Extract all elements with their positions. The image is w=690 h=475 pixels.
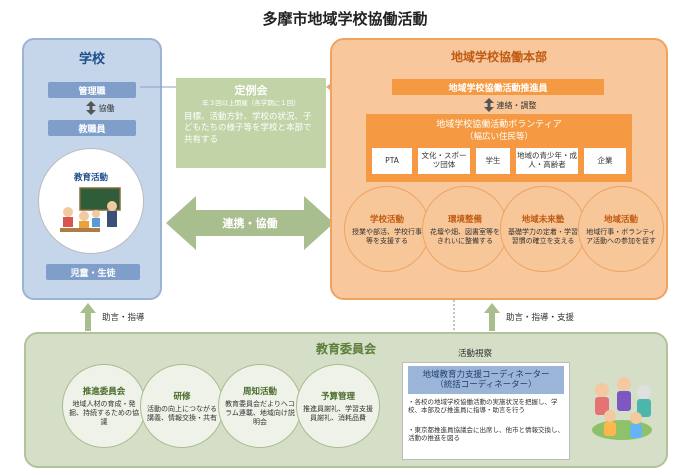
committee-circle-text: 教育委員会だよりへコラム連載、地域向け説明会 bbox=[225, 400, 295, 426]
activity-title: 学校活動 bbox=[369, 214, 404, 225]
coordinator-item: ・東京都推進員協議会に出席し、他市と情報交換し、活動の推進を図る bbox=[408, 426, 564, 443]
activity-title: 環境整備 bbox=[447, 214, 482, 225]
observation-label: 活動視察 bbox=[458, 349, 493, 359]
coordinator-subtitle: （統括コーディネーター） bbox=[435, 380, 537, 390]
committee-circle-text: 推進員謝礼、学習支援員謝礼、消耗品費 bbox=[303, 404, 373, 422]
committee-circle-training: 研修 活動の向上につながる講義、情報交換・共有 bbox=[140, 364, 224, 448]
link-double-arrow bbox=[166, 196, 334, 250]
activity-text: 地域行事・ボランティア活動への参加を促す bbox=[586, 227, 656, 245]
activity-text: 花壇や畑、図書室等をきれいに整備する bbox=[430, 227, 500, 245]
volunteer-subtitle: （幅広い住民等） bbox=[464, 132, 533, 142]
meeting-description: 目標、活動方針、学校の状況、子どもたちの様子等を学校と本部で共有する bbox=[184, 112, 312, 145]
activity-text: 基礎学力の定着・学習習慣の確立を支える bbox=[508, 227, 578, 245]
link-label: 連携・協働 bbox=[222, 217, 278, 230]
up-arrow-left bbox=[80, 303, 96, 331]
committee-circle-text: 活動の向上につながる講義、情報交換・共有 bbox=[147, 404, 217, 422]
education-activity-label: 教育活動 bbox=[73, 173, 108, 183]
liaison-label: 連絡・調整 bbox=[496, 100, 537, 110]
committee-title: 教育委員会 bbox=[315, 342, 376, 356]
cooperation-arrow: 協働 bbox=[80, 101, 120, 115]
teachers-box: 教職員 bbox=[48, 120, 136, 136]
regular-meeting-box bbox=[176, 78, 326, 168]
volunteer-item: 企業 bbox=[584, 148, 626, 174]
admin-box: 管理職 bbox=[48, 82, 136, 98]
up-arrow-right bbox=[484, 303, 500, 331]
activity-title: 地域活動 bbox=[603, 214, 638, 225]
coordinator-item: ・各校の地域学校協働活動の実施状況を把握し、学校、本部及び推進員に指導・助言を行… bbox=[408, 398, 558, 415]
advice-label-left: 助言・指導 bbox=[102, 313, 145, 323]
activity-circle-future: 地域未来塾 基礎学力の定着・学習習慣の確立を支える bbox=[500, 186, 586, 272]
committee-circle-title: 予算管理 bbox=[320, 391, 355, 402]
volunteer-item: 文化・スポーツ団体 bbox=[418, 148, 470, 174]
updown-arrow-icon bbox=[85, 101, 96, 115]
coordinator-title: 地域教育力支援コーディネーター bbox=[422, 369, 550, 380]
students-box: 児童・生徒 bbox=[46, 264, 140, 280]
coordinator-header: 地域教育力支援コーディネーター （統括コーディネーター） bbox=[408, 366, 564, 394]
hub-title: 地域学校協働本部 bbox=[450, 50, 547, 64]
activity-text: 授業や部活、学校行事等を支援する bbox=[352, 227, 422, 245]
classroom-illustration bbox=[60, 187, 121, 232]
liaison-arrow: 連絡・調整 bbox=[470, 98, 550, 112]
committee-circle-title: 推進委員会 bbox=[82, 387, 126, 398]
promoter-box: 地域学校協働活動推進員 bbox=[392, 79, 604, 95]
meeting-title: 定例会 bbox=[234, 84, 268, 97]
school-meeting-connector bbox=[140, 84, 180, 90]
volunteer-item: 地域の青少年・成人・高齢者 bbox=[516, 148, 578, 174]
advice-label-right: 助言・指導・支援 bbox=[506, 313, 575, 323]
activity-circle-environment: 環境整備 花壇や畑、図書室等をきれいに整備する bbox=[422, 186, 508, 272]
meeting-schedule: 年３回以上開催（各学期に１回） bbox=[202, 99, 300, 107]
activity-circle-school: 学校活動 授業や部活、学校行事等を支援する bbox=[344, 186, 430, 272]
committee-circle-promotion: 推進委員会 地域人材の育成・発掘、持続するための協議 bbox=[62, 364, 146, 448]
committee-circle-publicity: 周知活動 教育委員会だよりへコラム連載、地域向け説明会 bbox=[218, 364, 302, 448]
volunteer-item: 学生 bbox=[476, 148, 510, 174]
volunteer-title: 地域学校協働活動ボランティア bbox=[436, 120, 562, 130]
activity-title: 地域未来塾 bbox=[521, 214, 565, 225]
volunteer-item: PTA bbox=[372, 148, 412, 174]
cooperation-label: 協働 bbox=[98, 103, 115, 113]
school-title: 学校 bbox=[78, 52, 105, 67]
page-title: 多摩市地域学校協働活動 bbox=[262, 9, 428, 28]
committee-circle-text: 地域人材の育成・発掘、持続するための協議 bbox=[69, 400, 139, 426]
committee-circle-title: 研修 bbox=[173, 391, 191, 402]
updown-arrow-icon bbox=[483, 98, 494, 112]
activity-circle-community: 地域活動 地域行事・ボランティア活動への参加を促す bbox=[578, 186, 664, 272]
committee-circle-budget: 予算管理 推進員謝礼、学習支援員謝礼、消耗品費 bbox=[296, 364, 380, 448]
committee-circle-title: 周知活動 bbox=[242, 387, 277, 398]
community-illustration bbox=[592, 377, 652, 440]
